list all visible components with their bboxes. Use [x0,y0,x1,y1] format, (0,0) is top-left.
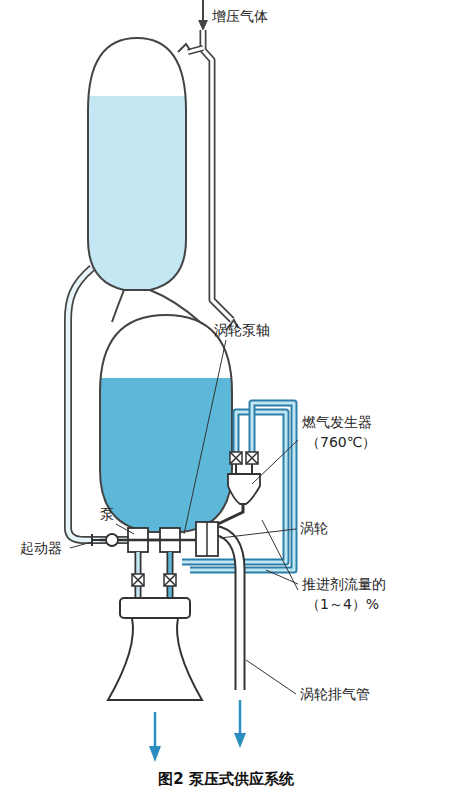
part-label: 涡轮排气管 [300,686,370,703]
note-label: 推进剂流量的 [302,576,386,593]
figure-caption: 图2 泵压式供应系统 [158,770,294,788]
part-label: 涡轮 [300,520,328,537]
gas-inlet-label: 增压气体 [212,8,268,25]
note-label: （1～4）% [306,596,379,613]
part-label: 燃气发生器 [302,414,372,431]
part-label: 泵 [100,506,114,523]
part-label: 起动器 [20,540,62,557]
part-label: （760℃） [306,434,376,451]
part-label: 涡轮泵轴 [214,322,270,339]
